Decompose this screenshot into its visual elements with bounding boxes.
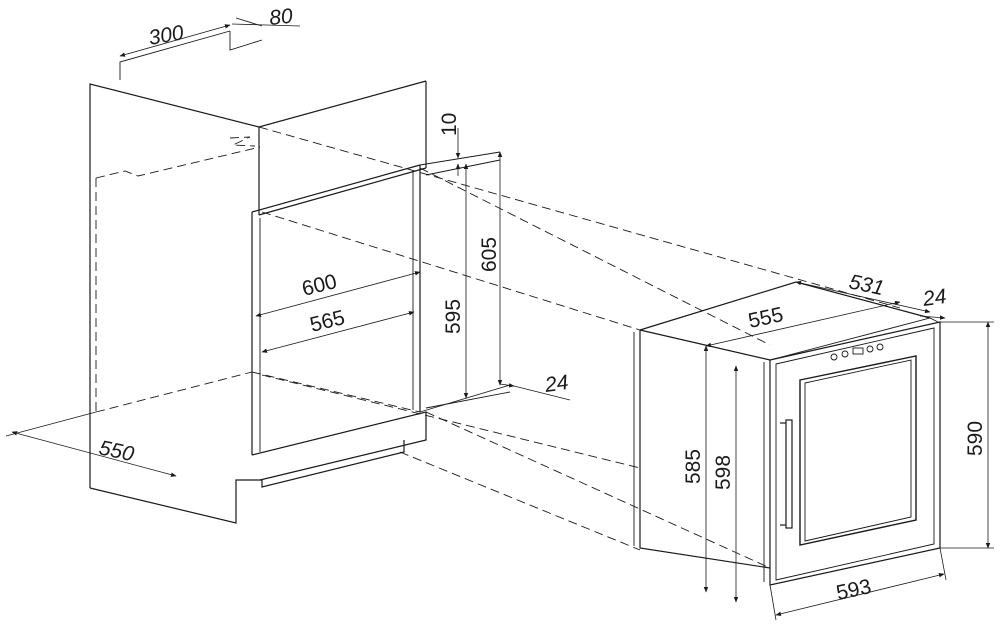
label-top-slot: 80 (268, 5, 294, 30)
projection-lines (258, 126, 901, 569)
label-unit-depth: 531 (847, 270, 886, 300)
label-unit-height-body: 585 (682, 449, 705, 484)
label-niche-height-total: 605 (478, 237, 501, 272)
dimension-lines (5, 23, 994, 621)
door-glass (799, 355, 917, 546)
cabinet (89, 17, 511, 524)
control-panel (830, 343, 884, 361)
label-niche-offset: 24 (543, 371, 570, 397)
label-cabinet-depth: 550 (97, 436, 136, 466)
dimension-labels: 300 80 10 605 600 595 565 24 550 531 24 … (97, 5, 987, 605)
label-unit-width: 593 (834, 575, 873, 605)
label-niche-height: 595 (442, 299, 465, 334)
label-top-gap: 10 (438, 113, 461, 136)
label-unit-offset: 24 (921, 285, 948, 311)
label-niche-width-inner: 565 (308, 306, 348, 337)
door-handle (780, 419, 793, 529)
label-top-depth: 300 (147, 21, 186, 50)
label-unit-depth-body: 555 (746, 303, 785, 333)
label-niche-width-outer: 600 (300, 270, 340, 301)
label-unit-height-front: 590 (964, 421, 987, 456)
label-unit-height-side: 598 (712, 455, 735, 490)
